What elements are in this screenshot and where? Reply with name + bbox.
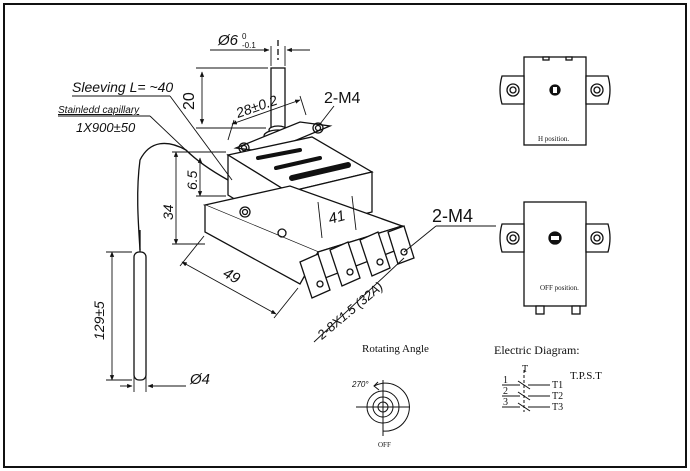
off-position-view <box>499 201 611 315</box>
dim-body-depth: 41 <box>327 207 348 228</box>
label-capillary: Stainledd capillary <box>58 105 140 116</box>
dim-base-length: 49 <box>220 265 243 288</box>
dimension-lines <box>58 46 496 392</box>
dim-side-screws: 2-M4 <box>432 206 473 226</box>
dim-shaft-tol-lower: -0.1 <box>242 41 256 50</box>
h-position-label: H position. <box>538 135 569 143</box>
angle-off-label: OFF <box>378 441 391 449</box>
drawing-border <box>3 3 687 468</box>
dim-shaft-tol-upper: 0 <box>242 32 247 41</box>
dim-shaft-diameter: Ø6 <box>217 32 239 49</box>
dim-height-upper: 6.5 <box>184 170 200 190</box>
dim-mount-screws: 2-M4 <box>324 90 361 107</box>
dim-shaft-height: 20 <box>181 92 198 110</box>
diagram-common-label: T <box>522 364 528 375</box>
diagram-input-2: 2 <box>503 386 508 397</box>
electric-diagram-title: Electric Diagram: <box>494 343 580 357</box>
diagram-input-1: 1 <box>503 375 508 386</box>
angle-value: 270° <box>351 380 369 389</box>
dim-bulb-length: 129±5 <box>91 301 107 340</box>
diagram-output-2: T2 <box>552 391 563 402</box>
dim-height-total: 34 <box>160 204 176 220</box>
electric-diagram-schematic <box>502 370 550 412</box>
tpst-label: T.P.S.T <box>570 370 602 382</box>
diagram-input-3: 3 <box>503 397 508 408</box>
rotating-angle-title: Rotating Angle <box>362 343 429 355</box>
diagram-output-1: T1 <box>552 380 563 391</box>
dim-bulb-diameter: Ø4 <box>189 371 210 388</box>
h-position-view <box>499 56 611 146</box>
label-sleeving: Sleeving L= ~40 <box>72 79 173 95</box>
off-position-label: OFF position. <box>540 284 579 292</box>
capillary-bulb <box>133 230 147 381</box>
thermostat-body <box>137 40 415 299</box>
diagram-output-3: T3 <box>552 402 563 413</box>
rotating-angle-symbol <box>356 380 410 436</box>
label-capillary-spec: 1X900±50 <box>76 120 136 135</box>
